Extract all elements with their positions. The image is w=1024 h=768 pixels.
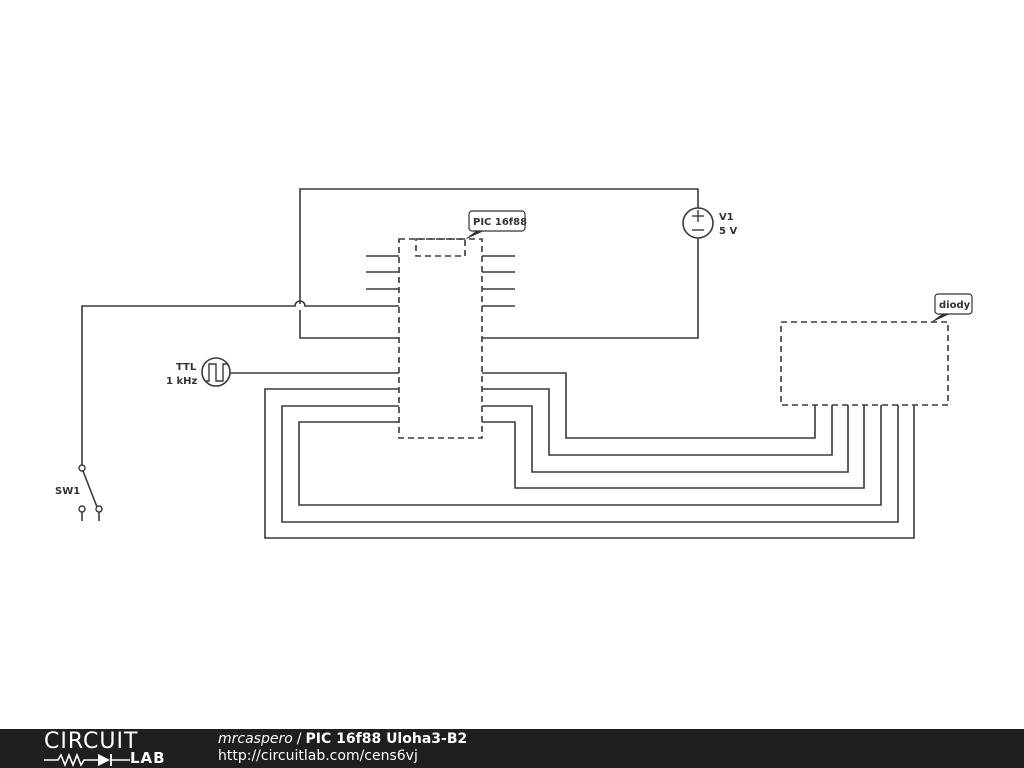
switch-label: SW1	[55, 486, 80, 497]
left-pin-stubs	[366, 255, 399, 290]
wire-right-3	[482, 405, 849, 473]
chip-tag-label: PIC 16f88	[473, 217, 527, 228]
title-separator: /	[296, 731, 302, 747]
ttl-clock-source[interactable]	[201, 357, 231, 387]
wire-right-2	[482, 388, 833, 456]
chip-tag[interactable]: PIC 16f88	[464, 210, 527, 240]
switch-wire	[81, 300, 399, 466]
author-link[interactable]: mrcaspero	[218, 731, 293, 747]
pic-chip-body[interactable]	[398, 238, 483, 439]
clock-freq-label: 1 kHz	[166, 376, 197, 387]
wire-left-1	[298, 405, 882, 506]
voltage-source-v1[interactable]	[682, 207, 714, 239]
circuit-url[interactable]: http://circuitlab.com/cens6vj	[218, 748, 418, 764]
diode-tag[interactable]: diody	[930, 293, 973, 323]
source-value-label: 5 V	[719, 226, 737, 237]
diode-block[interactable]	[780, 321, 949, 406]
circuit-title-line: mrcaspero/PIC 16f88 Uloha3-B2	[218, 731, 467, 748]
pic-chip-notch	[415, 238, 466, 257]
circuit-info: mrcaspero/PIC 16f88 Uloha3-B2 http://cir…	[218, 731, 467, 765]
right-pin-stubs	[482, 255, 515, 307]
footer-bar: CIRCUIT LAB mrcaspero/PIC 16f88 Uloha3-B…	[0, 729, 1024, 768]
switch-sw1[interactable]	[78, 464, 103, 521]
clock-type-label: TTL	[176, 362, 197, 373]
diode-tag-label: diody	[939, 300, 971, 311]
resistor-diode-icon	[44, 753, 130, 767]
source-name-label: V1	[719, 212, 734, 223]
power-wire-loop	[299, 188, 699, 339]
wire-right-1	[482, 372, 816, 439]
circuit-title: PIC 16f88 Uloha3-B2	[305, 731, 468, 747]
circuitlab-logo[interactable]: CIRCUIT LAB	[44, 731, 174, 767]
schematic-canvas: V1 5 V PIC 16f88 TTL 1 kHz diody	[55, 188, 973, 539]
logo-text-bottom: LAB	[130, 749, 166, 767]
wire-right-4	[482, 405, 865, 489]
wire-left-3	[264, 388, 915, 539]
logo-text-top: CIRCUIT	[44, 729, 139, 754]
wire-left-2	[281, 405, 899, 523]
